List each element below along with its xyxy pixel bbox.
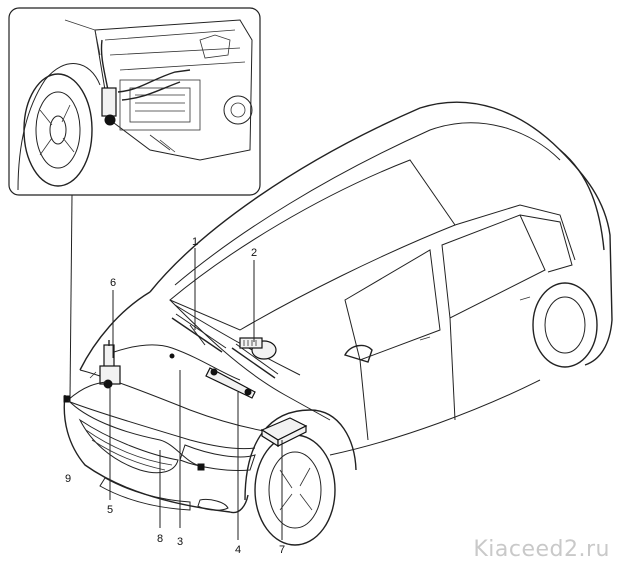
washer-reservoir	[89, 340, 121, 389]
callout-2: 2	[251, 247, 257, 259]
wiper-motor	[239, 337, 277, 360]
callout-6: 6	[110, 277, 116, 289]
callout-7: 7	[279, 544, 285, 556]
watermark: Kiaceed2.ru	[473, 537, 610, 562]
callout-8: 8	[157, 533, 163, 545]
wiper-parts	[63, 313, 308, 471]
hose-8	[67, 399, 201, 467]
car-body	[63, 101, 613, 546]
callout-4: 4	[235, 544, 241, 556]
callout-3: 3	[177, 536, 183, 548]
callouts: 1 2 3 4 5 6 7 8 9	[65, 236, 285, 556]
hose-9	[67, 381, 107, 401]
inset-detail	[8, 7, 261, 196]
washer-hose	[113, 344, 241, 381]
callout-5: 5	[107, 504, 113, 516]
callout-1: 1	[192, 236, 198, 248]
callout-9: 9	[65, 473, 71, 485]
leader-lines	[109, 248, 283, 540]
inset-pointer-line	[69, 194, 73, 399]
